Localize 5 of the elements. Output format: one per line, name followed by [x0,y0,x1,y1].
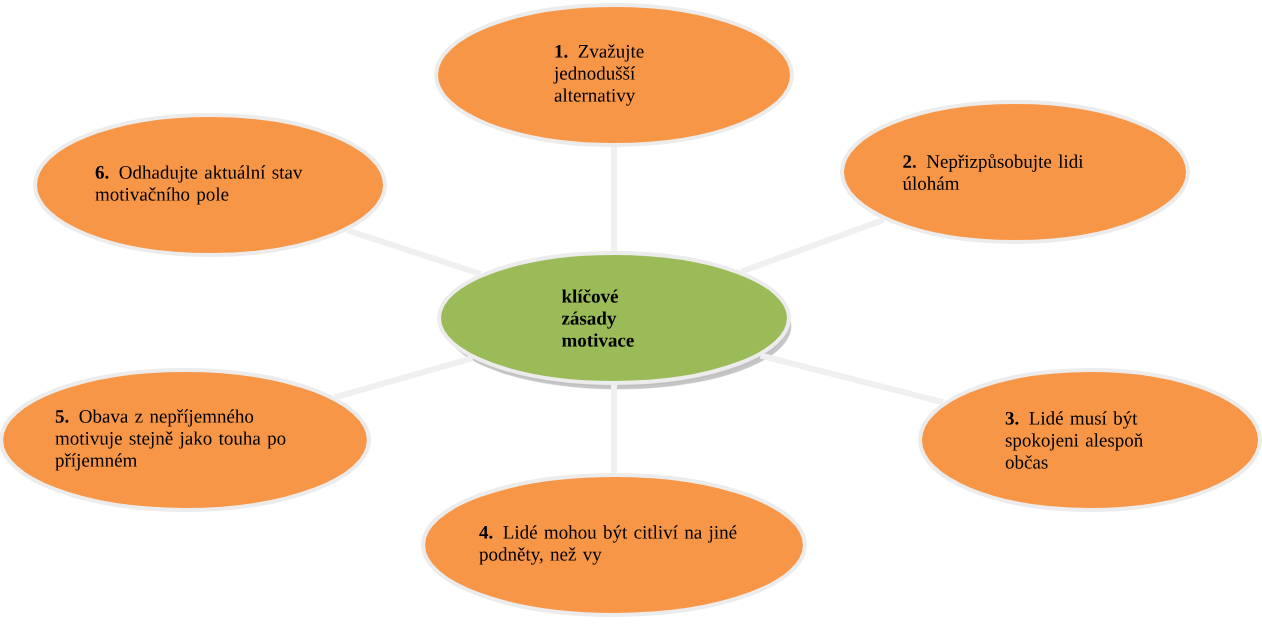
connector-line [334,355,474,401]
connector-line [759,352,945,406]
connector-line [346,227,482,277]
connector-line [611,385,617,473]
connector-line [740,216,885,275]
